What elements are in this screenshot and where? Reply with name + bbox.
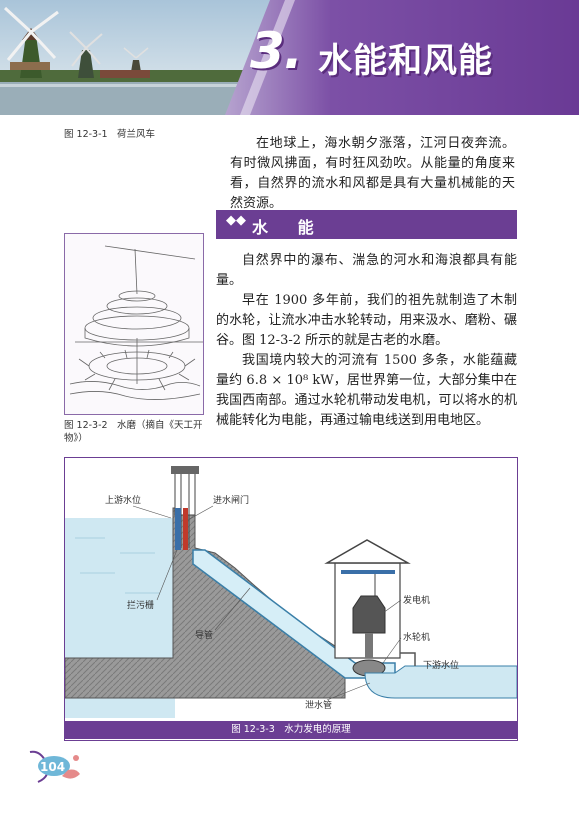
water-mill-drawing (64, 233, 204, 415)
section-title: 水 能 (252, 218, 326, 237)
figure-1-caption: 图 12-3-1 荷兰风车 (64, 129, 156, 140)
label-gate: 进水闸门 (213, 494, 249, 506)
body-paragraph-3: 我国境内较大的河流有 1500 多条，水能蕴藏量约 6.8 × 10⁸ kW，居… (216, 353, 517, 428)
body-paragraph-1: 自然界中的瀑布、湍急的河水和海浪都具有能量。 (216, 253, 517, 288)
label-upstream: 上游水位 (105, 494, 141, 506)
figure-3-caption: 图 12-3-3 水力发电的原理 (231, 724, 351, 735)
label-generator: 发电机 (403, 594, 430, 606)
page-number-ornament (29, 750, 80, 783)
section-body: 自然界中的瀑布、湍急的河水和海浪都具有能量。 早在 1900 多年前，我们的祖先… (216, 251, 517, 431)
label-trash-rack: 拦污栅 (127, 599, 154, 611)
chapter-number: 3. (250, 22, 303, 80)
body-paragraph-2: 早在 1900 多年前，我们的祖先就制造了木制的水轮，让流水冲击水轮转动，用来汲… (216, 293, 517, 348)
intro-paragraph: 在地球上，海水朝夕涨落，江河日夜奔流。有时微风拂面，有时狂风劲吹。从能量的角度来… (230, 136, 515, 211)
dutch-windmill-photo (0, 0, 270, 115)
penstock-pipe (192, 549, 396, 679)
label-tailrace: 泄水管 (305, 699, 332, 711)
section-heading-bar (216, 210, 517, 239)
trash-rack (175, 508, 181, 550)
chapter-header: 3. 水能和风能 (0, 0, 579, 115)
diamonds-icon: ◆◆ (226, 213, 246, 228)
generator (352, 595, 386, 634)
figure-2-caption: 图 12-3-2 水磨（摘自《天工开物》） (64, 420, 203, 444)
header-purple-band (225, 0, 579, 115)
downstream-water (364, 665, 517, 699)
chapter-title: 水能和风能 (318, 41, 493, 81)
intake-gate (183, 508, 188, 550)
hydropower-diagram: 上游水位 进水闸门 拦污栅 导管 发电机 水轮机 下游水位 泄水管 (64, 457, 518, 741)
label-pipe: 导管 (195, 629, 213, 641)
page-number: 104 (40, 760, 66, 774)
label-downstream: 下游水位 (423, 659, 459, 671)
label-turbine: 水轮机 (403, 631, 430, 643)
figure-3-caption-bar (64, 721, 518, 739)
